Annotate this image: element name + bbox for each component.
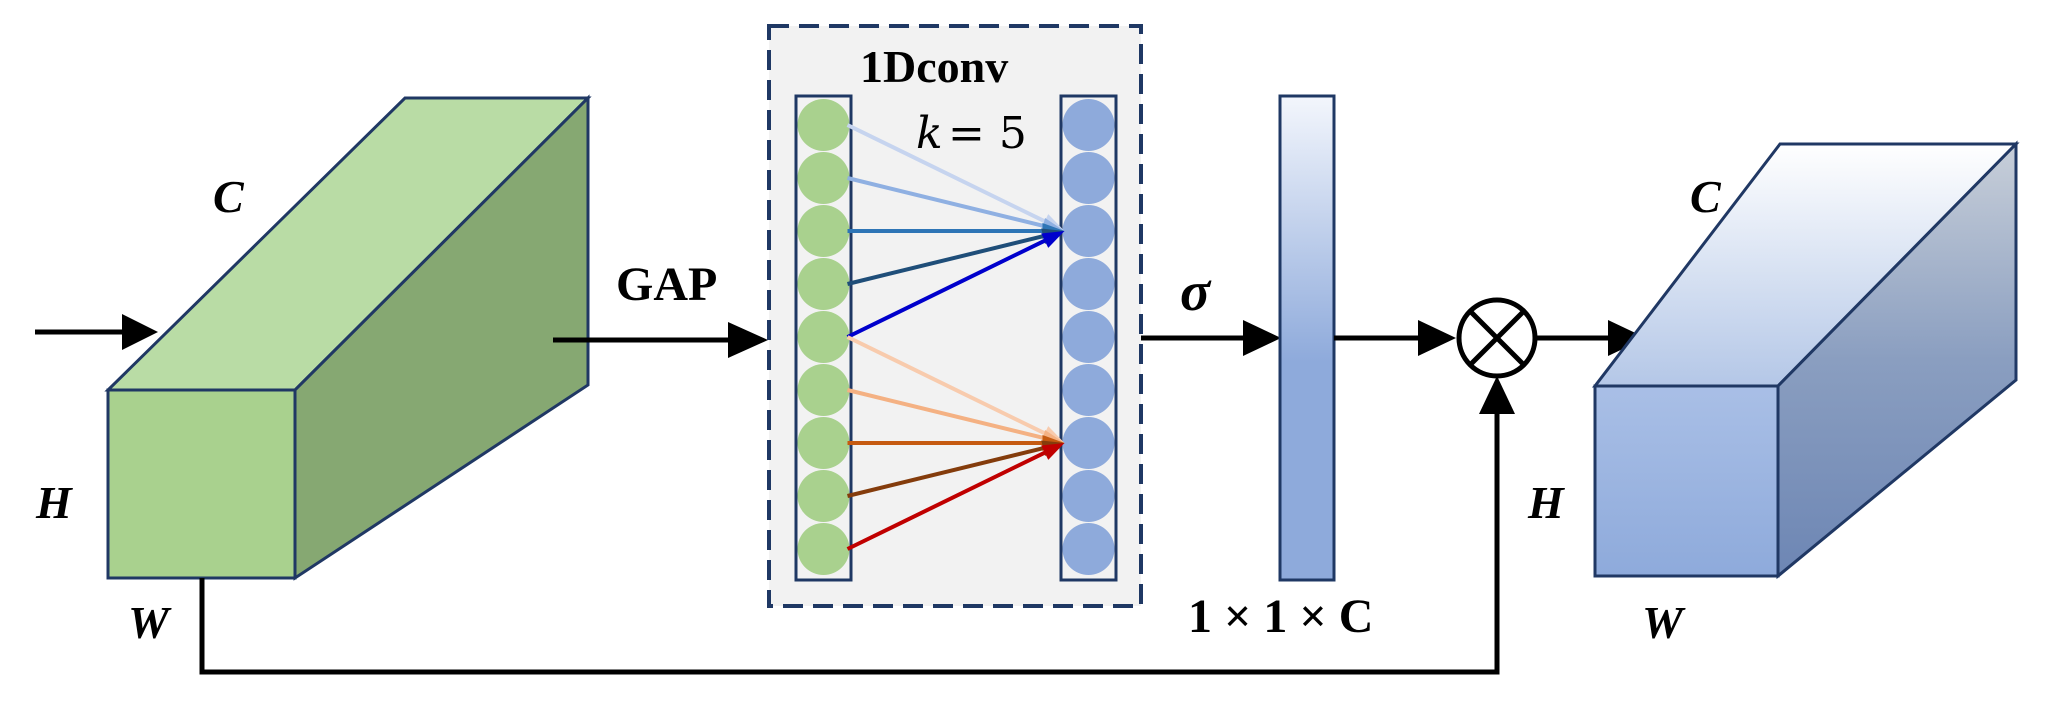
skip-connection-arrow-head	[1479, 376, 1515, 414]
vector-size-label: 1 × 1 × C	[1188, 590, 1373, 643]
vector-to-multiply-arrow-head	[1418, 320, 1456, 356]
green-node-group	[797, 99, 850, 575]
skip-connection	[199, 410, 1500, 675]
blue-node	[1062, 417, 1115, 469]
blue-node	[1062, 99, 1115, 151]
output-c-label: C	[1690, 171, 1722, 222]
blue-node	[1062, 311, 1115, 363]
green-node	[797, 470, 850, 522]
conv-arrow-orange-head	[1041, 443, 1065, 460]
blue-node	[1062, 258, 1115, 310]
conv-arrow-blue	[847, 234, 1044, 286]
conv-arrow-blue	[846, 123, 1046, 224]
green-node	[797, 205, 850, 257]
multiply-operator	[1456, 297, 1538, 379]
green-node	[797, 364, 850, 416]
attention-vector	[1278, 94, 1336, 582]
input-feature-map	[104, 94, 592, 581]
conv-arrow-group	[846, 123, 1065, 551]
multiply-to-output-arrow-head	[1608, 320, 1646, 356]
output-w-label: W	[1642, 597, 1686, 648]
input-c-label: C	[213, 171, 245, 222]
conv-arrow-orange	[846, 335, 1046, 436]
kernel-k-label: k	[916, 108, 943, 159]
green-node	[797, 417, 850, 469]
blue-node	[1062, 152, 1115, 204]
blue-node-group	[1062, 99, 1115, 575]
green-node	[797, 523, 850, 575]
sigma-label: σ	[1180, 261, 1212, 323]
green-node	[797, 311, 850, 363]
input-cuboid-front	[106, 388, 297, 580]
conv-title: 1Dconv	[860, 41, 1008, 92]
sigma-arrow-head	[1243, 320, 1281, 356]
gap-arrow-head	[728, 322, 768, 358]
blue-node	[1062, 205, 1115, 257]
blue-node	[1062, 470, 1115, 522]
multiply-cross-b	[1468, 309, 1526, 367]
gap-label: GAP	[616, 258, 717, 311]
conv-arrow-blue	[846, 238, 1046, 339]
output-feature-map	[1591, 140, 2020, 580]
input-h-label: H	[35, 477, 73, 528]
input-w-label: W	[128, 597, 172, 648]
green-node	[797, 152, 850, 204]
green-node	[797, 258, 850, 310]
conv-arrow-orange	[847, 388, 1044, 440]
blue-node	[1062, 523, 1115, 575]
input-arrow-head	[122, 314, 158, 350]
conv-arrow-blue-head	[1041, 231, 1065, 248]
green-node	[797, 99, 850, 151]
kernel-eq-label: = 5	[948, 108, 1027, 159]
blue-node	[1062, 364, 1115, 416]
conv-arrow-blue	[847, 176, 1044, 228]
conv-arrow-orange	[847, 446, 1044, 498]
conv-arrow-orange	[846, 450, 1046, 551]
output-h-label: H	[1527, 477, 1565, 528]
output-cuboid-front	[1593, 384, 1780, 578]
